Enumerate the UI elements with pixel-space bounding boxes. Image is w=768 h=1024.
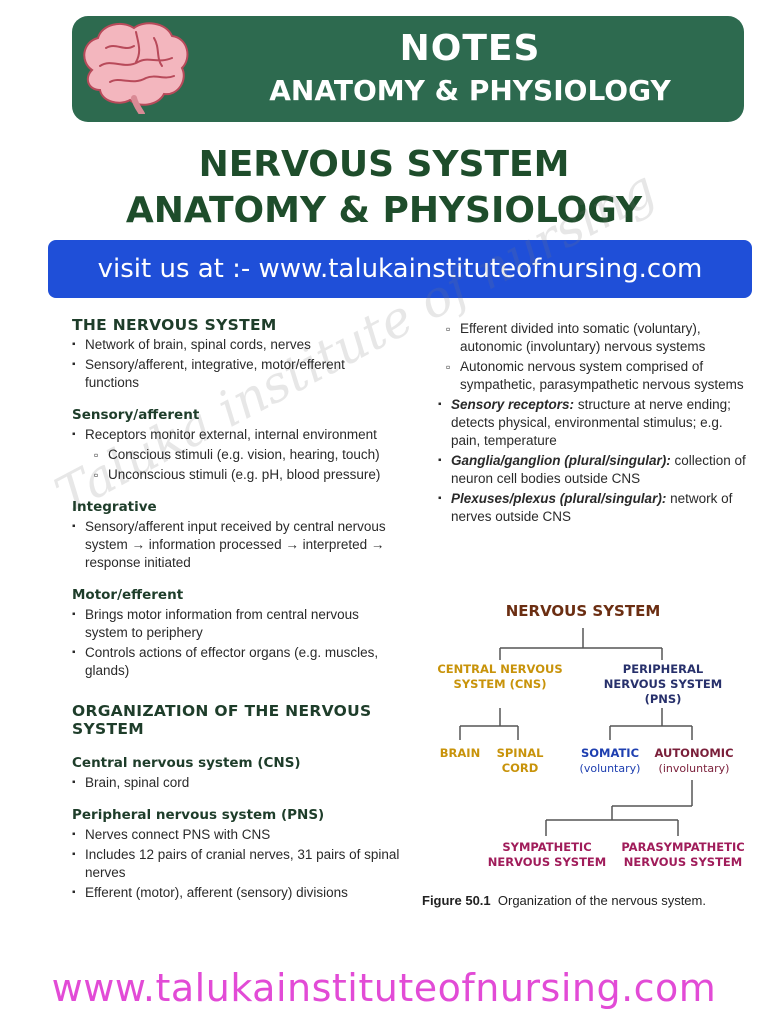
right-column: Efferent divided into somatic (voluntary… — [438, 320, 748, 526]
sub-list-item: Unconscious stimuli (e.g. pH, blood pres… — [72, 466, 402, 484]
brain-icon — [83, 22, 189, 114]
website-link-bar[interactable]: visit us at :- www.talukainstituteofnurs… — [48, 240, 752, 298]
subheading-sensory: Sensory/afferent — [72, 407, 200, 423]
autonomic-label: AUTONOMIC — [654, 746, 734, 760]
caption-label: Figure 50.1 — [422, 893, 491, 908]
diagram-node-cns: CENTRAL NERVOUS SYSTEM (CNS) — [437, 662, 563, 691]
term-sensory-receptors: Sensory receptors: structure at nerve en… — [438, 396, 748, 450]
somatic-label: SOMATIC — [580, 746, 640, 760]
list-item: Sensory/afferent input received by centr… — [72, 518, 402, 572]
subheading-pns: Peripheral nervous system (PNS) — [72, 807, 325, 823]
nervous-system-diagram: NERVOUS SYSTEM CENTRAL NERVOUS SYSTEM (C… — [420, 596, 760, 876]
term-definition: network of nerves outside CNS — [451, 491, 733, 524]
term-label: Ganglia/ganglion (plural/singular): — [451, 453, 671, 468]
list-item: Efferent (motor), afferent (sensory) div… — [72, 884, 402, 902]
sub-list-item: Autonomic nervous system comprised of sy… — [438, 358, 748, 394]
diagram-node-parasympathetic: PARASYMPATHETIC NERVOUS SYSTEM — [621, 840, 745, 869]
left-column: THE NERVOUS SYSTEM Network of brain, spi… — [72, 316, 402, 902]
footer-website-link[interactable]: www.talukainstituteofnursing.com — [51, 966, 717, 1010]
page-subtitle: ANATOMY & PHYSIOLOGY — [125, 190, 643, 231]
caption-text: Organization of the nervous system. — [497, 893, 706, 908]
sub-list-item: Efferent divided into somatic (voluntary… — [438, 320, 748, 356]
subheading-cns: Central nervous system (CNS) — [72, 755, 301, 771]
diagram-node-somatic: SOMATIC (voluntary) — [572, 746, 648, 776]
list-item: Nerves connect PNS with CNS — [72, 826, 402, 844]
list-item: Receptors monitor external, internal env… — [72, 426, 402, 444]
list-item: Controls actions of effector organs (e.g… — [72, 644, 402, 680]
term-label: Sensory receptors: — [451, 397, 575, 412]
diagram-node-brain: BRAIN — [439, 746, 481, 760]
term-label: Plexuses/plexus (plural/singular): — [451, 491, 667, 506]
section-heading-organization: ORGANIZATION OF THE NERVOUS SYSTEM — [72, 702, 372, 738]
somatic-note: (voluntary) — [579, 762, 641, 775]
diagram-node-root: NERVOUS SYSTEM — [505, 602, 661, 620]
figure-caption: Figure 50.1 Organization of the nervous … — [422, 892, 742, 909]
subheading-motor: Motor/efferent — [72, 587, 184, 603]
page-title: NERVOUS SYSTEM — [198, 144, 570, 185]
section-heading-nervous-system: THE NERVOUS SYSTEM — [72, 316, 277, 334]
subheading-integrative: Integrative — [72, 499, 157, 515]
list-item: Includes 12 pairs of cranial nerves, 31 … — [72, 846, 402, 882]
banner-subtitle: ANATOMY & PHYSIOLOGY — [269, 74, 671, 107]
term-definition: collection of neuron cell bodies outside… — [451, 453, 746, 486]
term-plexuses: Plexuses/plexus (plural/singular): netwo… — [438, 490, 748, 526]
diagram-node-spinal-cord: SPINAL CORD — [496, 746, 544, 775]
list-item: Brain, spinal cord — [72, 774, 402, 792]
diagram-node-autonomic: AUTONOMIC (involuntary) — [652, 746, 736, 776]
list-item: Network of brain, spinal cords, nerves — [72, 336, 402, 354]
diagram-node-pns: PERIPHERAL NERVOUS SYSTEM (PNS) — [603, 662, 723, 706]
banner-title: NOTES — [399, 28, 541, 69]
top-banner — [72, 16, 744, 122]
diagram-connectors — [459, 628, 693, 836]
list-item: Sensory/afferent, integrative, motor/eff… — [72, 356, 402, 392]
autonomic-note: (involuntary) — [658, 762, 730, 775]
term-definition: structure at nerve ending; detects physi… — [451, 397, 731, 448]
diagram-node-sympathetic: SYMPATHETIC NERVOUS SYSTEM — [487, 840, 607, 869]
sub-list-item: Conscious stimuli (e.g. vision, hearing,… — [72, 446, 402, 464]
term-ganglia: Ganglia/ganglion (plural/singular): coll… — [438, 452, 748, 488]
list-item: Brings motor information from central ne… — [72, 606, 402, 642]
